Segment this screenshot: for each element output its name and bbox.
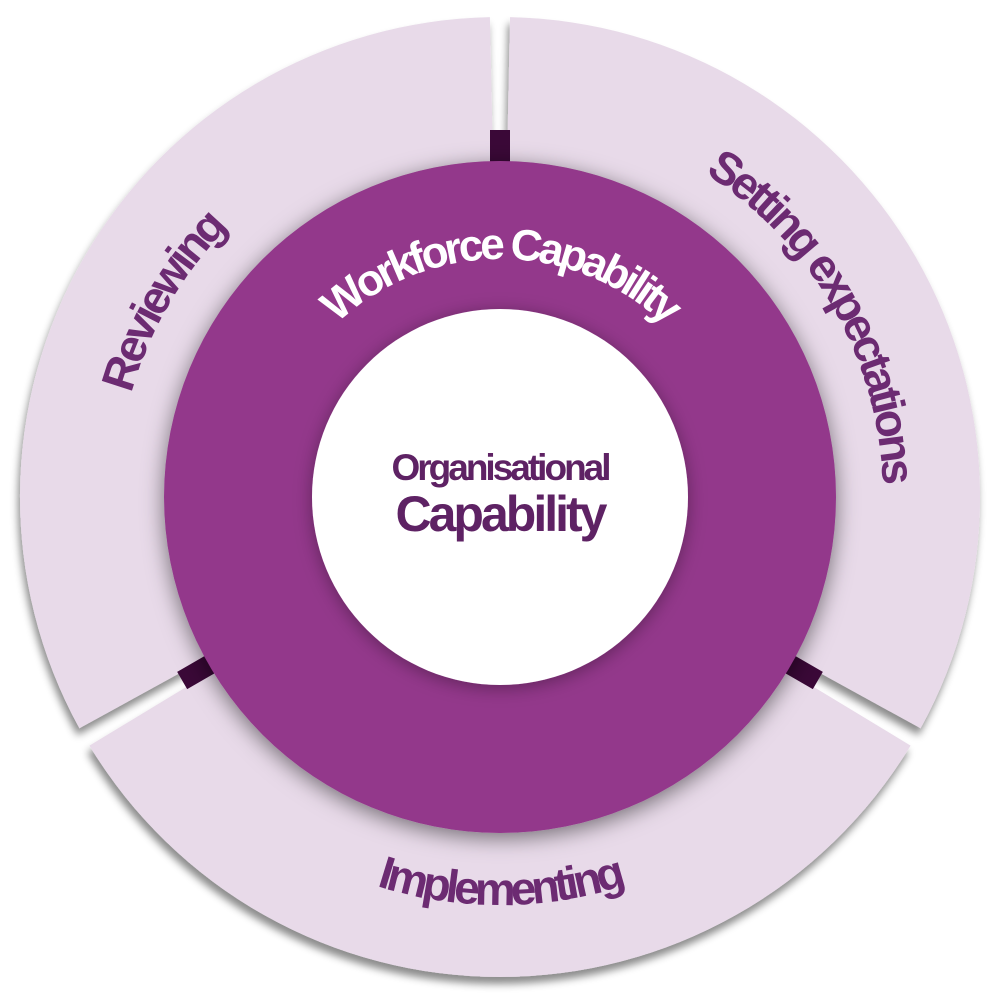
- center-title-line2: Capability: [396, 486, 608, 542]
- segment-reviewing: [19, 17, 494, 729]
- divider-notch-top: [490, 130, 510, 168]
- center-circle: [312, 309, 688, 685]
- center-title-line1: Organisational: [391, 447, 609, 488]
- center-title: Organisational Capability: [391, 447, 612, 542]
- segment-setting-expectations: [507, 17, 981, 729]
- segment-implementing: [89, 671, 911, 977]
- outer-ring: [19, 17, 981, 977]
